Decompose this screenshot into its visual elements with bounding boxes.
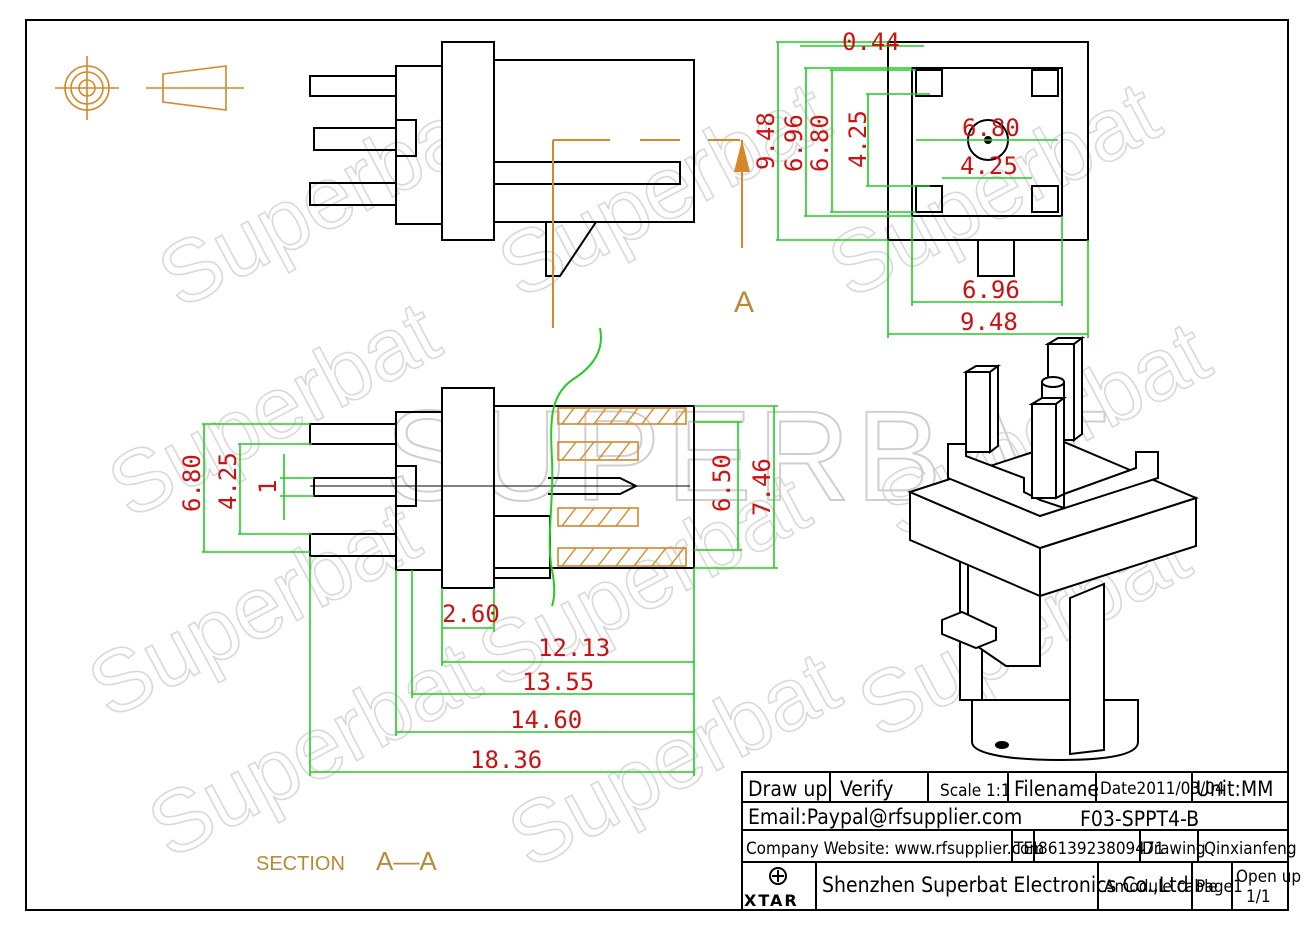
dim-front-height-425: 4.25 <box>844 110 872 168</box>
tb-open-up: Open up <box>1236 867 1301 887</box>
tb-tel-label: TEL <box>1013 839 1042 859</box>
xtar-logo: XTAR <box>744 867 799 910</box>
section-label-name: A—A <box>376 846 437 876</box>
dim-section-left-1: 1 <box>254 480 282 494</box>
dim-front-bottom-696: 6.96 <box>962 276 1020 304</box>
tb-tel: 8613923809471 <box>1038 839 1164 859</box>
section-view <box>202 327 778 776</box>
dim-section-right-746: 7.46 <box>748 458 776 516</box>
tb-email: Email:Paypal@rfsupplier.com <box>748 805 1022 829</box>
front-view <box>776 41 1089 338</box>
dim-section-left-680: 6.80 <box>178 454 206 512</box>
tb-drawing-label: Drawing <box>1142 839 1206 859</box>
projection-symbol <box>55 56 244 120</box>
tb-verify: Verify <box>840 777 893 801</box>
dim-front-inner-425: 4.25 <box>960 152 1018 180</box>
logo-text: XTAR <box>744 891 799 910</box>
tb-company: Shenzhen Superbat Electronics Co.,Ltd <box>822 873 1189 897</box>
section-label-prefix: SECTION <box>256 853 345 875</box>
tb-product: Amodule cable <box>1104 877 1218 897</box>
section-marker: A <box>734 286 754 319</box>
isometric-view <box>907 336 1199 762</box>
dim-front-top: 0.44 <box>842 28 900 56</box>
tb-scale: Scale 1:1 <box>940 781 1011 801</box>
dim-section-right-650: 6.50 <box>708 454 736 512</box>
dim-front-bottom-948: 9.48 <box>960 308 1018 336</box>
section-label: SECTION A—A <box>256 846 437 876</box>
dim-section-260: 2.60 <box>442 600 500 628</box>
tb-page: Page1 <box>1196 877 1243 897</box>
logo-icon-mark <box>772 870 784 882</box>
tb-filename-label: Filename <box>1014 777 1099 801</box>
tb-drawer: Qinxianfeng <box>1204 839 1297 859</box>
dim-front-height-680: 6.80 <box>806 114 834 172</box>
logo-icon <box>769 867 787 885</box>
dim-section-1460: 14.60 <box>510 706 582 734</box>
side-view: A <box>309 41 754 328</box>
tb-open-up-value: 1/1 <box>1246 887 1271 907</box>
dim-section-1836: 18.36 <box>470 746 542 774</box>
drawing-frame <box>25 19 1289 911</box>
tb-unit: Unit:MM <box>1196 777 1273 801</box>
dim-section-left-425: 4.25 <box>214 452 242 510</box>
dim-front-inner-680: 6.80 <box>962 114 1020 142</box>
tb-draw-up: Draw up <box>748 777 827 801</box>
tb-date: Date2011/03/04 <box>1100 779 1225 799</box>
dim-section-1213: 12.13 <box>538 634 610 662</box>
watermark: Superbat <box>482 62 844 317</box>
dim-section-1355: 13.55 <box>522 668 594 696</box>
tb-website: Company Website: www.rfsupplier.com <box>746 839 1044 859</box>
dim-front-height-outer: 9.48 <box>752 112 780 170</box>
tb-part-number: F03-SPPT4-B <box>1080 807 1199 831</box>
title-block <box>741 771 1289 911</box>
dim-front-height-696: 6.96 <box>780 114 808 172</box>
